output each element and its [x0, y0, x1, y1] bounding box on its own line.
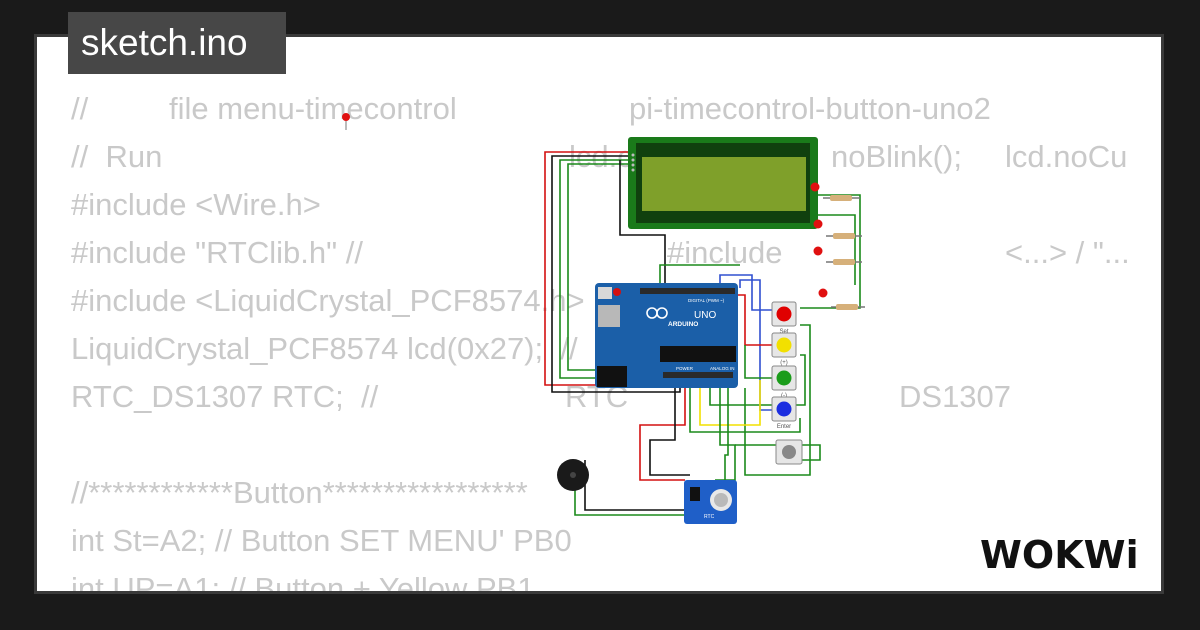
code-line: // Run lcd.c noBlink(); lcd.noCu	[71, 133, 1127, 181]
code-segment: file menu-timecontrol	[169, 91, 457, 126]
code-segment: LiquidCrystal_PCF8574 lcd(0x27); //	[71, 331, 578, 366]
analog-label: ANALOG IN	[710, 366, 735, 371]
power-label: POWER	[676, 366, 694, 371]
code-line: #include "RTClib.h" // #include <...> / …	[71, 229, 1130, 277]
code-line: // file menu-timecontrol pi-timecontrol-…	[71, 85, 991, 133]
button-plus-label: (+)	[780, 360, 788, 366]
wokwi-logo-text: WOKWi	[980, 533, 1139, 577]
led-red-small	[342, 113, 350, 130]
code-segment: //************Button*****************	[71, 475, 528, 510]
code-line: RTC_DS1307 RTC; // RTC DS1307	[71, 373, 1011, 421]
code-segment: #include "RTClib.h" //	[71, 235, 363, 270]
code-segment: // Run	[71, 139, 163, 174]
code-segment: #include <LiquidCrystal_PCF8574.h>	[71, 283, 585, 318]
code-line: //************Button*****************	[71, 469, 528, 517]
file-tab[interactable]: sketch.ino	[68, 12, 286, 74]
code-preview: // file menu-timecontrol pi-timecontrol-…	[71, 85, 1130, 591]
led-red-4	[818, 288, 865, 310]
led-red-2	[813, 219, 862, 239]
button-minus[interactable]: (-)	[771, 365, 797, 399]
button-minus-label: (-)	[781, 393, 787, 399]
code-segment: //	[71, 91, 89, 126]
arduino-uno-board: ARDUINO UNO DIGITAL (PWM ~) POWER ANALOG…	[595, 283, 738, 388]
code-line: LiquidCrystal_PCF8574 lcd(0x27); //	[71, 325, 578, 373]
code-segment: int UP=A1; // Button + Yellow PB1	[71, 571, 535, 594]
code-line: #include <Wire.h>	[71, 181, 321, 229]
code-segment: noBlink();	[831, 139, 962, 174]
code-segment: #include <Wire.h>	[71, 187, 321, 222]
digital-label: DIGITAL (PWM ~)	[688, 298, 725, 303]
led-red-3	[813, 246, 862, 265]
button-reset[interactable]	[775, 439, 803, 465]
preview-card[interactable]: // file menu-timecontrol pi-timecontrol-…	[34, 34, 1164, 594]
code-segment: <...> / "...	[1005, 235, 1130, 270]
code-segment: pi-timecontrol-button-uno2	[629, 91, 991, 126]
code-line: int UP=A1; // Button + Yellow PB1	[71, 565, 535, 591]
button-set[interactable]: Set	[771, 301, 797, 335]
arduino-brand-text: ARDUINO	[668, 321, 698, 328]
rtc-module: RTC	[684, 480, 737, 524]
button-set-label: Set	[779, 329, 788, 335]
wokwi-logo[interactable]: WOKWi	[975, 528, 1150, 578]
buzzer	[557, 459, 589, 491]
button-plus[interactable]: (+)	[771, 332, 797, 366]
code-line: #include <LiquidCrystal_PCF8574.h>	[71, 277, 585, 325]
button-enter-label: Enter	[777, 424, 791, 430]
code-segment: int St=A2; // Button SET MENU' PB0	[71, 523, 572, 558]
code-segment: RTC_DS1307 RTC; //	[71, 379, 379, 414]
rtc-label: RTC	[704, 514, 715, 520]
arduino-model-text: UNO	[694, 310, 716, 321]
lcd-display	[628, 137, 818, 229]
code-segment: #include	[667, 235, 783, 270]
code-segment: lcd.noCu	[1005, 139, 1128, 174]
led-red-1	[810, 182, 860, 201]
code-segment: DS1307	[899, 379, 1012, 414]
code-line: int St=A2; // Button SET MENU' PB0	[71, 517, 572, 565]
button-enter[interactable]: Enter	[771, 396, 797, 430]
